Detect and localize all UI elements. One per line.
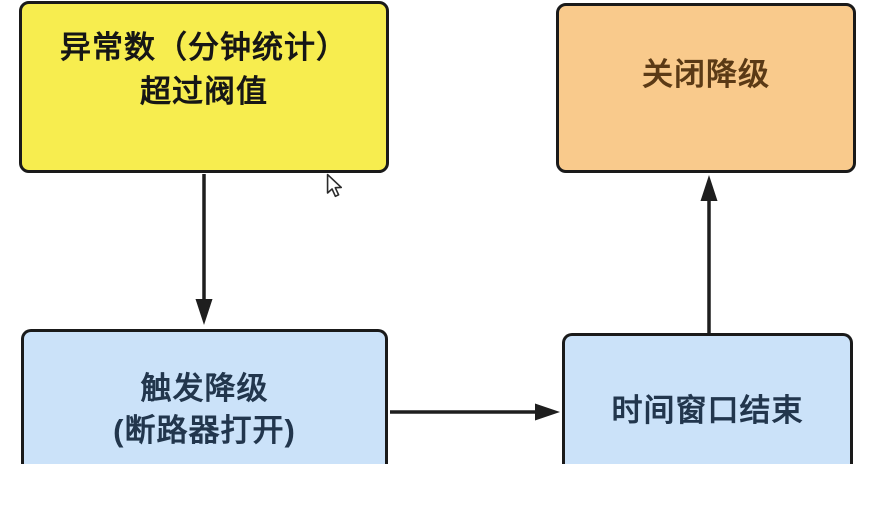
node-text-line: (断路器打开) (113, 413, 296, 448)
edge-window-to-close-arrow (700, 175, 718, 333)
node-threshold-exceeded: 异常数（分钟统计） 超过阀值 (19, 1, 389, 173)
node-text-line: 关闭降级 (642, 57, 770, 92)
node-close-degrade: 关闭降级 (556, 3, 856, 173)
node-text-line: 异常数（分钟统计） (60, 30, 348, 65)
node-trigger-degrade: 触发降级 (断路器打开) (21, 329, 388, 464)
edge-trigger-to-window-arrow (390, 403, 560, 421)
node-text-line: 超过阀值 (140, 74, 268, 109)
edge-threshold-to-trigger-arrow (195, 174, 213, 325)
mouse-cursor-icon (326, 173, 343, 198)
node-text-line: 触发降级 (140, 371, 269, 406)
node-time-window-end: 时间窗口结束 (562, 333, 853, 464)
node-text-line: 时间窗口结束 (611, 393, 804, 428)
